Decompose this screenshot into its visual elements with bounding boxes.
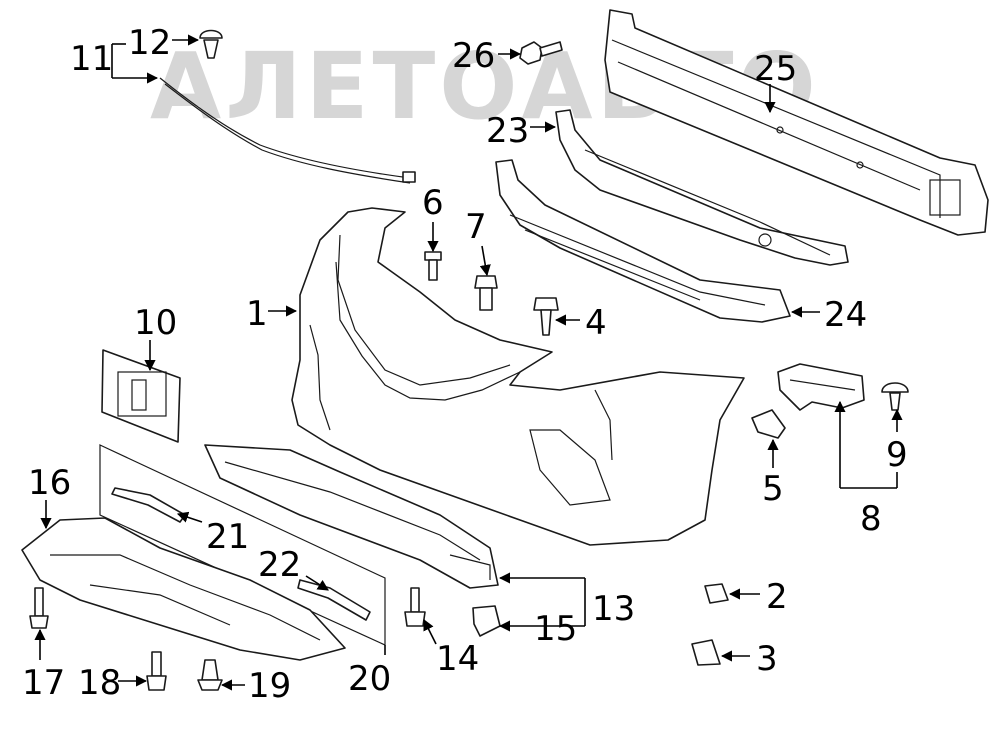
callout-11: 11	[70, 39, 113, 79]
part-8-side-bracket	[777, 363, 865, 411]
callout-26: 26	[452, 36, 495, 76]
callout-22: 22	[258, 545, 301, 585]
leader-7	[479, 245, 491, 277]
part-3-nut	[691, 639, 721, 666]
part-14-screw	[404, 587, 426, 627]
part-9-clip	[881, 382, 909, 411]
leader-lines	[34, 34, 903, 691]
part-25-reinforcement-beam	[604, 9, 989, 236]
callout-17: 17	[22, 663, 65, 703]
leader-22	[305, 575, 329, 591]
callout-19: 19	[248, 666, 291, 706]
part-7-bolt	[474, 275, 498, 311]
callout-7: 7	[465, 207, 487, 247]
part-13-lower-grille	[204, 444, 499, 589]
part-23-upper-absorber	[555, 109, 849, 266]
leader-14	[423, 618, 437, 645]
callout-25: 25	[754, 49, 797, 89]
part-2-nut	[704, 583, 729, 604]
part-18-bolt	[146, 651, 167, 691]
callout-3: 3	[756, 639, 778, 679]
callout-18: 18	[78, 663, 121, 703]
part-10-license-bracket	[101, 349, 181, 443]
part-15-retainer	[472, 605, 501, 637]
callout-9: 9	[886, 435, 908, 475]
part-17-screw	[29, 587, 49, 629]
part-16-undercover	[21, 517, 346, 661]
callout-16: 16	[28, 463, 71, 503]
callout-24: 24	[824, 295, 867, 335]
part-5-clip	[751, 409, 786, 439]
callout-20: 20	[348, 659, 391, 699]
part-21-strip	[111, 487, 186, 523]
callout-13: 13	[592, 589, 635, 629]
callout-6: 6	[422, 183, 444, 223]
callout-21: 21	[206, 517, 249, 557]
part-22-strip	[297, 579, 371, 621]
callout-labels: 11 12 26 25 23 24 6 7 4 1 10 16 21 22 13…	[22, 23, 908, 706]
part-6-bolt	[424, 251, 442, 281]
leader-21	[176, 511, 203, 523]
part-24-lower-absorber	[495, 159, 791, 323]
part-4-bolt	[533, 297, 559, 336]
part-19-clip	[197, 659, 223, 691]
part-1-bumper-cover	[291, 207, 745, 546]
callout-5: 5	[762, 469, 784, 509]
callout-12: 12	[128, 23, 171, 63]
callout-15: 15	[534, 609, 577, 649]
callout-14: 14	[436, 639, 479, 679]
callout-1: 1	[246, 294, 268, 334]
callout-2: 2	[766, 577, 788, 617]
callout-4: 4	[585, 303, 607, 343]
part-11-molding-strip	[159, 77, 416, 184]
callout-23: 23	[486, 111, 529, 151]
part-12-clip	[199, 29, 223, 59]
callout-8: 8	[860, 499, 882, 539]
callout-10: 10	[134, 303, 177, 343]
part-26-bolt	[519, 41, 563, 65]
